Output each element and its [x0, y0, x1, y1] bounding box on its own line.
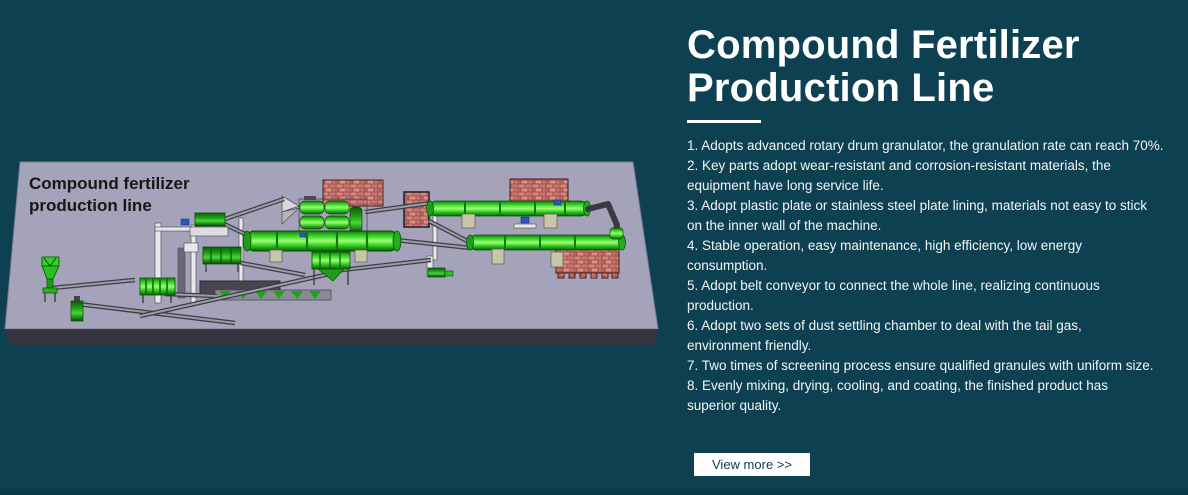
- page-title: Compound Fertilizer Production Line: [687, 24, 1171, 110]
- feature-line: superior quality.: [687, 398, 782, 413]
- title-line-1: Compound Fertilizer: [687, 23, 1080, 67]
- double-roller-granulator: [298, 196, 368, 237]
- discharge-unit: [427, 267, 454, 278]
- feature-item-4: 4. Stable operation, easy maintenance, h…: [687, 236, 1171, 276]
- screening-machine: [202, 246, 242, 272]
- rotary-drum-cooler: [466, 234, 626, 251]
- illustration-label-line-1: Compound fertilizer: [29, 174, 190, 193]
- illustration-label-line-2: production line: [29, 196, 152, 215]
- feature-line: 4. Stable operation, easy maintenance, h…: [687, 238, 1082, 253]
- feature-line: 2. Key parts adopt wear-resistant and co…: [687, 158, 1111, 173]
- feature-line: 3. Adopt plastic plate or stainless stee…: [687, 198, 1147, 213]
- splitter-structure: [281, 195, 301, 225]
- chain-crusher: [139, 277, 176, 303]
- section-bottom-border: [0, 489, 1188, 495]
- bucket-elevator-small: [70, 296, 84, 322]
- feature-line: consumption.: [687, 258, 768, 273]
- feature-item-8: 8. Evenly mixing, drying, cooling, and c…: [687, 376, 1171, 416]
- feature-line: environment friendly.: [687, 338, 812, 353]
- title-underline: [687, 120, 761, 123]
- feature-line: equipment have long service life.: [687, 178, 884, 193]
- vibrating-screen: [311, 251, 351, 285]
- brick-wall: [403, 191, 430, 228]
- feature-line: 7. Two times of screening process ensure…: [687, 358, 1154, 373]
- feature-item-2: 2. Key parts adopt wear-resistant and co…: [687, 156, 1171, 196]
- rotary-drum-granulator: [242, 230, 402, 252]
- feature-item-5: 5. Adopt belt conveyor to connect the wh…: [687, 276, 1171, 316]
- feature-line: production.: [687, 298, 754, 313]
- feed-hopper: [41, 256, 60, 302]
- product-content: Compound Fertilizer Production Line 1. A…: [687, 0, 1171, 476]
- feature-item-7: 7. Two times of screening process ensure…: [687, 356, 1171, 376]
- transfer-pipe: [585, 201, 624, 240]
- feature-item-3: 3. Adopt plastic plate or stainless stee…: [687, 196, 1171, 236]
- rotary-drum-dryer: [426, 200, 591, 217]
- feeder-box: [189, 212, 229, 237]
- feature-line: on the inner wall of the machine.: [687, 218, 882, 233]
- feature-item-1: 1. Adopts advanced rotary drum granulato…: [687, 136, 1171, 156]
- feature-line: 5. Adopt belt conveyor to connect the wh…: [687, 278, 1100, 293]
- view-more-button[interactable]: View more >>: [694, 453, 810, 476]
- features-list: 1. Adopts advanced rotary drum granulato…: [687, 136, 1171, 416]
- feature-line: 6. Adopt two sets of dust settling chamb…: [687, 318, 1082, 333]
- feature-line: 1. Adopts advanced rotary drum granulato…: [687, 138, 1164, 153]
- feature-item-6: 6. Adopt two sets of dust settling chamb…: [687, 316, 1171, 356]
- title-line-2: Production Line: [687, 66, 995, 110]
- platform-front: [5, 329, 658, 345]
- drum-supports: [269, 213, 564, 268]
- feature-line: 8. Evenly mixing, drying, cooling, and c…: [687, 378, 1108, 393]
- production-line-illustration: Compound fertilizer production line: [4, 161, 659, 345]
- motor-units: [180, 199, 562, 238]
- brick-kiln-castellated: [555, 246, 620, 279]
